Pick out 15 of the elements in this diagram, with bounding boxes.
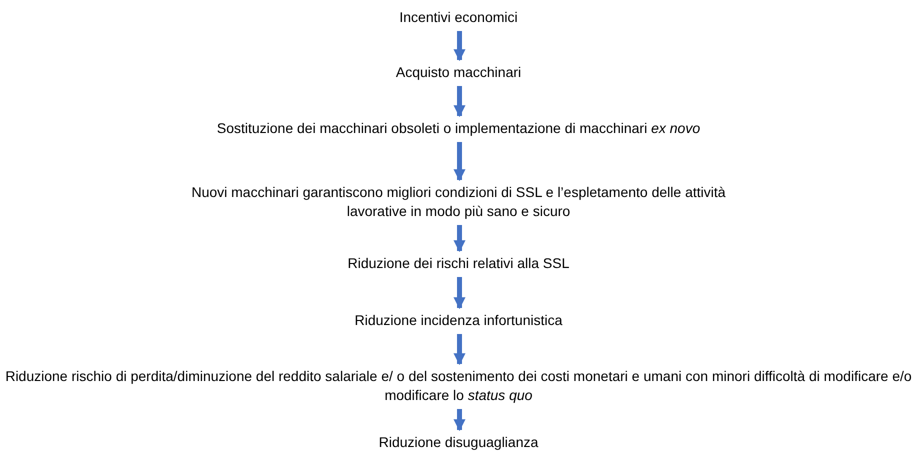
step-text: Riduzione incidenza infortunistica	[354, 311, 564, 330]
arrow	[454, 86, 466, 118]
step-text: Riduzione dei rischi relativi alla SSL	[346, 254, 570, 273]
step-text: Riduzione disuguaglianza	[378, 433, 540, 452]
arrow	[454, 334, 466, 366]
arrow	[454, 142, 466, 182]
arrow	[454, 409, 466, 432]
arrow	[454, 31, 466, 62]
step-text: Riduzione rischio di perdita/diminuzione del reddito salariale e/ o del sostenimento dei costi monetari e umani con minori difficoltà di modificare e/o modificare lo status quo	[4, 367, 913, 405]
step-text: Nuovi macchinari garantiscono migliori condizioni di SSL e l’espletamento delle attività lavorative in modo più sano e sicuro	[190, 183, 727, 221]
step-text: Sostituzione dei macchinari obsoleti o implementazione di macchinari ex novo	[216, 119, 702, 138]
step-text: Acquisto macchinari	[394, 63, 522, 82]
arrow	[454, 277, 466, 310]
arrow	[454, 225, 466, 252]
step-text: Incentivi economici	[398, 8, 519, 27]
